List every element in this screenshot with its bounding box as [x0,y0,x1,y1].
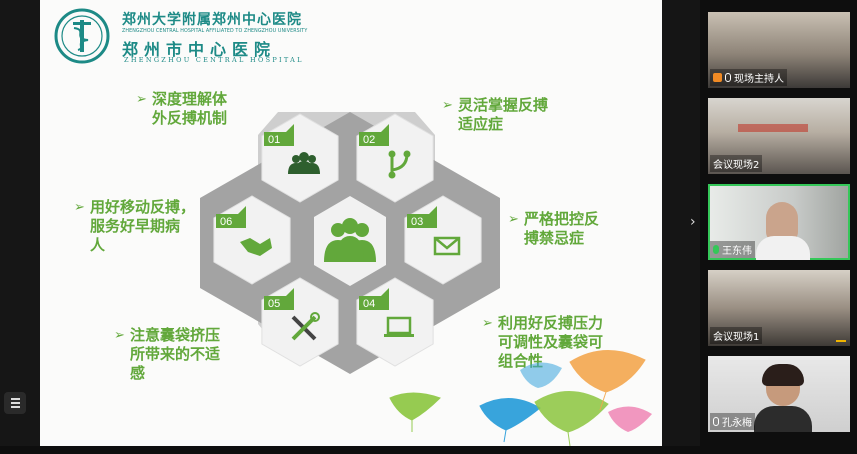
video-tile-5[interactable]: 孔永梅 [708,356,850,432]
arrow-icon: ➢ [74,200,85,215]
tile-label-5: 孔永梅 [710,413,755,430]
item-2-line-1: 灵活掌握反搏 [458,96,549,114]
mic-active-icon [713,245,719,254]
number-tab-05 [264,288,294,310]
tile-label-4: 会议现场1 [710,327,763,344]
speaker-face [766,202,798,242]
hexagon-number-04: 04 [363,298,375,310]
item-5-text: ➢ 注意囊袋挤压 所带来的不适 感 [114,326,221,383]
item-2-text: ➢ 灵活掌握反搏 适应症 [442,96,549,134]
number-tab-03 [407,206,437,228]
hexagon-number-05: 05 [268,298,280,310]
tile-name: 王东伟 [722,246,752,257]
item-4-line-2: 可调性及囊袋可 [498,333,604,351]
arrow-icon: ➢ [442,98,453,113]
tile-name: 孔永梅 [722,418,752,429]
item-5-line-2: 所带来的不适 [130,345,221,363]
host-icon [713,73,722,82]
arrow-icon: ➢ [114,328,125,343]
signal-icon [836,334,846,342]
hexagon-number-01: 01 [268,134,280,146]
item-1-line-2: 外反搏机制 [152,109,228,127]
number-tab-02 [359,124,389,146]
hospital-name-en-main: ZHENGZHOU CENTRAL HOSPITAL [124,56,304,64]
hexagon-number-02: 02 [363,134,375,146]
laptop-icon [384,316,414,337]
item-1-text: ➢ 深度理解体 外反搏机制 [136,90,228,128]
tile-name: 会议现场2 [713,160,760,171]
tools-icon [291,312,320,341]
speaker-body [754,406,812,432]
item-3-text: ➢ 严格把控反 搏禁忌症 [508,210,600,248]
menu-button[interactable] [4,392,26,414]
people-group-icon [324,218,376,262]
mic-icon [725,73,731,82]
number-tab-06 [216,206,246,228]
hexagon-number-03: 03 [411,216,423,228]
hospital-name-cn-main: 郑州市中心医院 [122,40,277,59]
handshake-icon [240,238,272,256]
hospital-name-cn-top: 郑州大学附属郑州中心医院 [122,12,302,28]
hospital-logo [54,8,110,64]
item-5-line-1: 注意囊袋挤压 [130,326,221,344]
mic-icon [713,417,719,426]
video-tile-4[interactable]: 会议现场1 [708,270,850,346]
chevron-right-icon[interactable]: › [690,214,696,230]
people-icon [288,152,320,174]
banner [738,124,808,132]
envelope-icon [433,236,461,256]
tile-label-1: 现场主持人 [710,69,787,86]
item-2-line-2: 适应症 [458,115,504,133]
hexagon-diagram: 01 02 03 04 05 06 [200,112,500,374]
number-tab-04 [359,288,389,310]
tile-name: 现场主持人 [734,74,784,85]
ginkgo-leaves-decoration [389,350,652,446]
video-tile-2[interactable]: 会议现场2 [708,98,850,174]
tile-label-2: 会议现场2 [710,155,763,172]
item-1-line-1: 深度理解体 [152,90,228,108]
slide-bottom-bar [0,446,700,454]
panel-divider [662,0,700,454]
arrow-icon: ➢ [508,212,519,227]
tile-name: 会议现场1 [713,332,760,343]
speaker-hair [762,364,804,386]
item-3-line-1: 严格把控反 [524,210,600,228]
participant-panel: 现场主持人 会议现场2 王东伟 会议现场1 孔永梅 [700,0,857,454]
item-3-line-2: 搏禁忌症 [524,229,585,247]
video-tile-1[interactable]: 现场主持人 [708,12,850,88]
speaker-body [756,236,810,260]
item-6-text: ➢ 用好移动反搏， 服务好早期病 人 [74,198,196,255]
item-6-line-2: 服务好早期病 [90,217,181,235]
hospital-name-en-top: ZHENGZHOU CENTRAL HOSPITAL AFFILIATED TO… [122,29,308,34]
video-tile-3[interactable]: 王东伟 [708,184,850,260]
tile-label-3: 王东伟 [710,241,755,258]
item-6-line-3: 人 [90,236,106,254]
item-4-line-1: 利用好反搏压力 [498,314,604,332]
item-5-line-3: 感 [130,364,146,382]
shared-slide: 郑州大学附属郑州中心医院 ZHENGZHOU CENTRAL HOSPITAL … [40,0,662,446]
left-toolbar [0,0,40,454]
arrow-icon: ➢ [136,92,147,107]
item-6-line-1: 用好移动反搏， [90,198,196,216]
hexagon-number-06: 06 [220,216,232,228]
arrow-icon: ➢ [482,316,493,331]
number-tab-01 [264,124,294,146]
branch-icon [388,150,411,179]
